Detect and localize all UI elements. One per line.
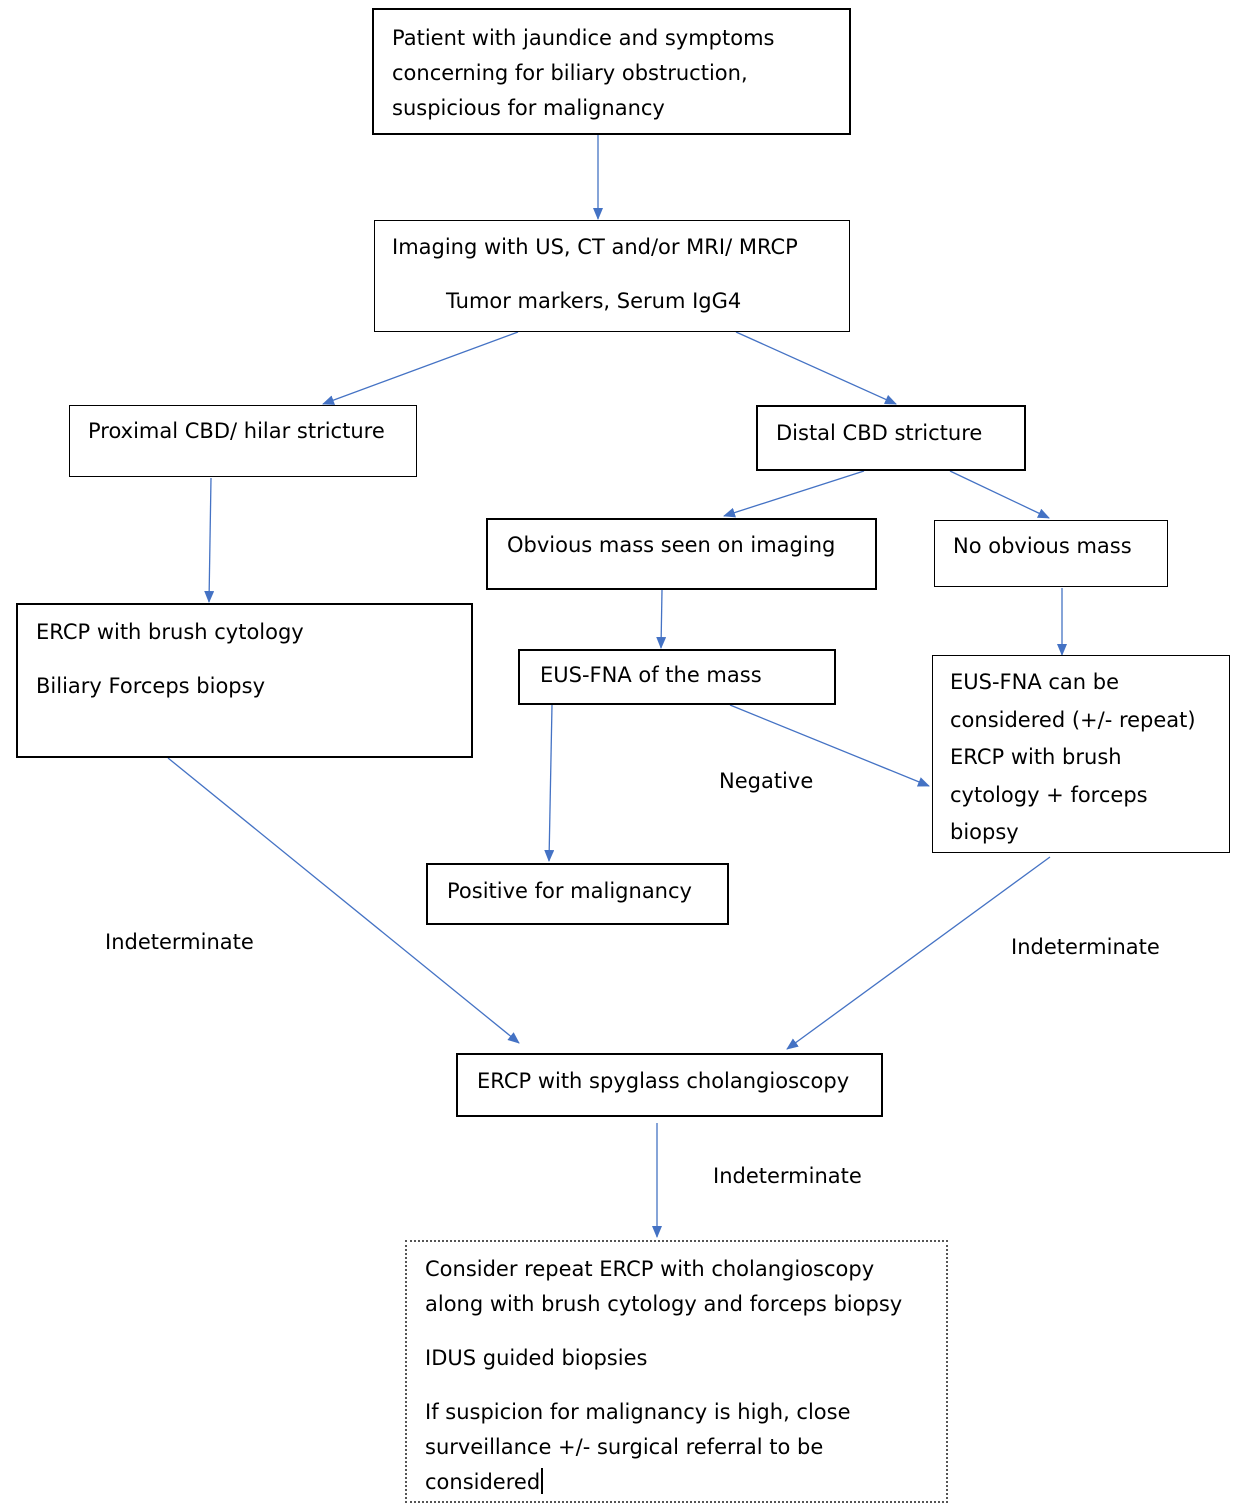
positive-box: Positive for malignancy [426,863,729,925]
text-cursor [541,1468,544,1494]
arrow-obvious-to-eusfna [656,589,667,649]
eus-fna-consider-box: EUS-FNA can be considered (+/- repeat) E… [932,655,1230,853]
final-line-6-text: considered [425,1470,541,1494]
ercp-brush-line-1: ERCP with brush cytology [36,620,304,644]
edge-label-indeterminate-right: Indeterminate [1011,935,1160,959]
no-mass-box: No obvious mass [934,520,1168,587]
arrow-ercp-to-spyglass [167,757,520,1044]
spyglass-label: ERCP with spyglass cholangioscopy [477,1069,850,1093]
final-recommendation-box: Consider repeat ERCP with cholangioscopy… [405,1240,948,1503]
imaging-line-1: Imaging with US, CT and/or MRI/ MRCP [392,235,798,259]
proximal-label: Proximal CBD/ hilar stricture [88,419,385,443]
arrow-eusfna-to-positive [544,704,555,862]
spyglass-box: ERCP with spyglass cholangioscopy [456,1053,883,1117]
edge-label-indeterminate-left: Indeterminate [105,930,254,954]
start-line-3: suspicious for malignancy [392,96,665,120]
eus-fna-consider-line-5: biopsy [950,820,1019,844]
proximal-stricture-box: Proximal CBD/ hilar stricture [69,405,417,477]
arrow-eusfna-consider-to-spyglass [786,856,1051,1050]
final-line-6: considered [425,1465,544,1500]
final-line-2: along with brush cytology and forceps bi… [425,1292,903,1316]
ercp-brush-line-2: Biliary Forceps biopsy [36,674,265,698]
start-line-1: Patient with jaundice and symptoms [392,26,775,50]
final-line-1: Consider repeat ERCP with cholangioscopy [425,1257,875,1281]
start-line-2: concerning for biliary obstruction, [392,61,748,85]
distal-stricture-box: Distal CBD stricture [756,405,1026,471]
arrow-eusfna-negative [729,704,930,787]
final-line-4: If suspicion for malignancy is high, clo… [425,1400,851,1424]
obvious-mass-box: Obvious mass seen on imaging [486,518,877,590]
start-box: Patient with jaundice and symptoms conce… [372,8,851,135]
edge-label-indeterminate-bottom: Indeterminate [713,1164,862,1188]
eus-fna-consider-line-4: cytology + forceps [950,782,1148,807]
arrow-imaging-to-distal [735,331,897,405]
positive-label: Positive for malignancy [447,879,692,903]
final-line-3: IDUS guided biopsies [425,1346,648,1370]
distal-label: Distal CBD stricture [776,421,983,445]
eus-fna-mass-box: EUS-FNA of the mass [518,649,836,705]
imaging-box: Imaging with US, CT and/or MRI/ MRCP Tum… [374,220,850,332]
final-line-5: surveillance +/- surgical referral to be [425,1435,824,1459]
arrow-imaging-to-proximal [322,331,519,405]
obvious-mass-label: Obvious mass seen on imaging [507,533,836,557]
eus-fna-consider-line-3: ERCP with brush [950,745,1122,769]
arrow-distal-to-no-mass [949,470,1050,519]
eus-fna-mass-label: EUS-FNA of the mass [540,663,762,687]
arrow-proximal-to-ercp [204,477,215,603]
imaging-line-2: Tumor markers, Serum IgG4 [446,289,742,313]
eus-fna-consider-line-1: EUS-FNA can be [950,670,1120,694]
eus-fna-consider-line-2: considered (+/- repeat) [950,707,1196,732]
arrow-distal-to-obvious-mass [723,470,865,518]
ercp-brush-box: ERCP with brush cytology Biliary Forceps… [16,603,473,758]
no-mass-label: No obvious mass [953,534,1132,558]
edge-label-negative: Negative [719,769,814,793]
